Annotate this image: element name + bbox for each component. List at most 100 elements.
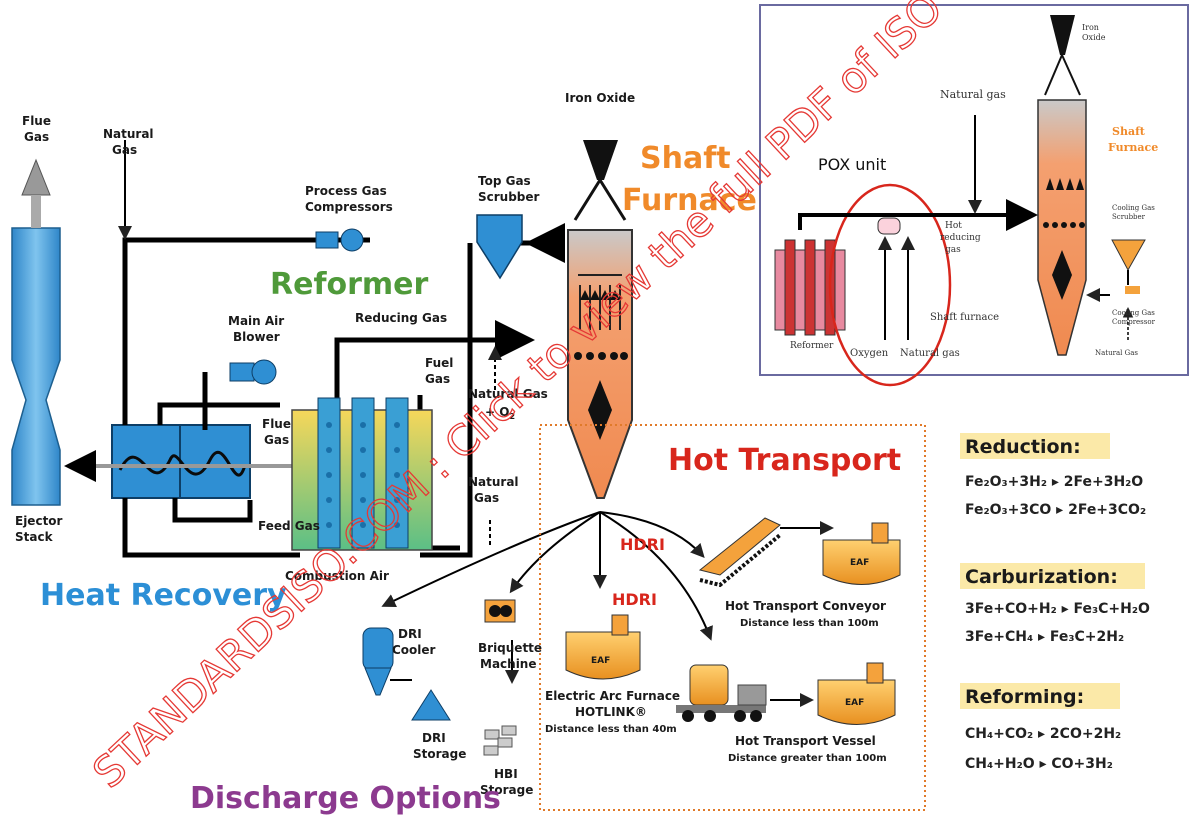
main-air-blower (229, 359, 277, 385)
reduction-eq2: Fe₂O₃+3CO ▸ 2Fe+3CO₂ (965, 502, 1146, 518)
dri-storage-1: DRI (422, 731, 446, 745)
natural-gas-top-2: Gas (112, 143, 137, 157)
eaf-hotlink (565, 614, 641, 680)
natural-gas-o2-1: Natural Gas (468, 387, 548, 401)
hbi-storage (483, 725, 517, 756)
conveyor-label-2: Distance less than 100m (740, 618, 879, 629)
inset-hot-2: reducing (940, 233, 981, 243)
process-gas-compressor (315, 228, 364, 252)
reduction-title: Reduction: (965, 436, 1081, 458)
svg-text:Flue: Flue (22, 114, 51, 128)
natural-gas-top-1: Natural (103, 127, 154, 141)
flue-gas-top-2: Gas (24, 130, 49, 144)
eaf-label-3: EAF (845, 698, 864, 708)
process-gas-label-1: Process Gas (305, 184, 387, 198)
fuel-gas-label-1: Fuel (425, 356, 453, 370)
eaf-vessel (817, 662, 896, 725)
reforming-eq1: CH₄+CO₂ ▸ 2CO+2H₂ (965, 726, 1121, 742)
discharge-lines (381, 511, 834, 707)
svg-text:Gas: Gas (112, 143, 137, 157)
natural-gas-mid-1: Natural (468, 475, 519, 489)
iron-oxide-label: Iron Oxide (565, 91, 635, 105)
shaft-furnace-title-1: Shaft (640, 141, 731, 176)
scrubber-label-2: Scrubber (478, 190, 540, 204)
briquette-2: Machine (480, 657, 537, 671)
inset-scrubber-1: Cooling Gas (1112, 204, 1155, 212)
dri-cooler-1: DRI (398, 627, 422, 641)
pox-unit-label: POX unit (818, 155, 886, 174)
reduction-highlight (960, 433, 1110, 459)
carburization-eq1: 3Fe+CO+H₂ ▸ Fe₃C+H₂O (965, 601, 1150, 617)
watermark: STANDARDSISO.COM : Click to view the ful… (83, 0, 951, 797)
inset-compressor-1: Cooling Gas (1112, 309, 1155, 317)
scrubber-label-1: Top Gas (478, 174, 531, 188)
inset-scrubber-2: Scrubber (1112, 213, 1146, 221)
hot-transport-vessel (676, 664, 767, 722)
inset-oxygen: Oxygen (850, 348, 889, 359)
reduction-eq1: Fe₂O₃+3H₂ ▸ 2Fe+3H₂O (965, 474, 1143, 490)
reforming-eq2: CH₄+H₂O ▸ CO+3H₂ (965, 756, 1113, 772)
process-gas-label-2: Compressors (305, 200, 393, 214)
pox-inset-panel (759, 4, 1189, 387)
combustion-air-label: Combustion Air (285, 569, 389, 583)
vessel-label-2: Distance greater than 100m (728, 753, 887, 764)
inset-hot-3: gas (945, 245, 961, 255)
heat-recovery-unit (64, 424, 295, 499)
dri-storage (411, 689, 451, 721)
inset-compressor-2: Compressor (1112, 318, 1156, 326)
briquette-1: Briquette (478, 641, 542, 655)
shaft-furnace-title-2: Furnace (622, 183, 757, 218)
hbi-storage-2: Storage (480, 783, 533, 797)
ejector-stack-1: Ejector (15, 514, 63, 528)
briquette-machine (484, 599, 516, 623)
inset-shaft-small: Shaft furnace (930, 312, 999, 323)
inset-shaft-1: Shaft (1112, 125, 1146, 138)
conveyor-label-1: Hot Transport Conveyor (725, 599, 886, 613)
svg-text:Top Gas: Top Gas (478, 174, 531, 188)
svg-text:Compressors: Compressors (305, 200, 393, 214)
fuel-gas-label-2: Gas (425, 372, 450, 386)
dri-storage-2: Storage (413, 747, 466, 761)
vessel-label-1: Hot Transport Vessel (735, 734, 876, 748)
hdri-label-2: HDRI (612, 590, 657, 609)
flue-gas-top-1: Flue (22, 114, 51, 128)
eaf-hotlink-1: Electric Arc Furnace (545, 689, 680, 703)
main-air-blower-1: Main Air (228, 314, 284, 328)
reactions: Reduction: Fe₂O₃+3H₂ ▸ 2Fe+3H₂O Fe₂O₃+3C… (965, 436, 1150, 772)
ejector-stack-2: Stack (15, 530, 54, 544)
inset-hot-1: Hot (945, 221, 962, 231)
inset-iron-2: Oxide (1082, 33, 1106, 42)
dri-cooler (362, 627, 394, 696)
inset-iron-1: Iron (1082, 23, 1099, 32)
reforming-highlight (960, 683, 1120, 709)
svg-text:+ O2: + O2 (485, 405, 515, 421)
main-air-blower-2: Blower (233, 330, 280, 344)
flue-gas-mid-2: Gas (264, 433, 289, 447)
reducing-gas-label: Reducing Gas (355, 311, 447, 325)
feed-gas-label: Feed Gas (258, 519, 320, 533)
inset-labels: Iron Oxide Natural gas Shaft Furnace Hot… (790, 23, 1158, 359)
inset-reformer: Reformer (790, 341, 834, 351)
svg-text:Scrubber: Scrubber (478, 190, 540, 204)
diagram-labels: Flue Gas Natural Gas Process Gas Compres… (15, 91, 887, 797)
top-gas-scrubber (476, 214, 523, 280)
inset-shaft-2: Furnace (1108, 141, 1158, 154)
reformer-title: Reformer (270, 267, 429, 302)
eaf-hotlink-2: HOTLINK® (575, 705, 647, 719)
svg-text:Process Gas: Process Gas (305, 184, 387, 198)
reforming-title: Reforming: (965, 686, 1084, 708)
ejector-stack (11, 158, 61, 506)
hot-transport-title: Hot Transport (668, 443, 901, 478)
flue-gas-mid-1: Flue (262, 417, 291, 431)
natural-gas-o2-2: + O (485, 405, 509, 419)
hdri-label-1: HDRI (620, 535, 665, 554)
natural-gas-o2-sub: 2 (509, 412, 515, 421)
heat-recovery-title: Heat Recovery (40, 578, 287, 613)
hot-transport-conveyor (698, 517, 782, 588)
carburization-title: Carburization: (965, 566, 1118, 588)
svg-text:Natural: Natural (103, 127, 154, 141)
hbi-storage-1: HBI (494, 767, 518, 781)
natural-gas-mid-2: Gas (474, 491, 499, 505)
eaf-label-1: EAF (591, 656, 610, 666)
